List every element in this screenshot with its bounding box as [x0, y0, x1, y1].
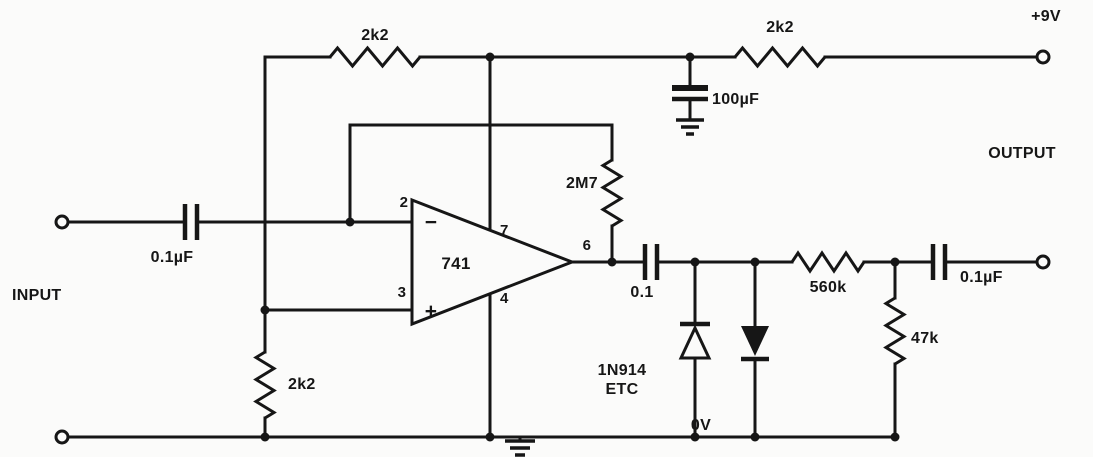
label-supply-voltage: +9V [1031, 8, 1061, 25]
capacitor-input [182, 204, 200, 240]
resistor-series-output [790, 250, 866, 274]
label-resistor-load: 47k [911, 330, 939, 347]
opamp-triangle [410, 197, 577, 327]
resistor-supply [733, 45, 827, 69]
ground-symbol-rail [505, 439, 535, 457]
resistor-bias-lower [253, 350, 277, 420]
supply-terminal [1035, 49, 1051, 65]
label-inverting-sign: − [425, 211, 438, 234]
label-opamp-part: 741 [441, 254, 470, 273]
resistor-load [883, 296, 907, 366]
ground-terminal [54, 429, 70, 445]
label-pin2: 2 [400, 194, 409, 211]
terminals [54, 49, 1051, 445]
label-input: INPUT [12, 287, 62, 304]
label-resistor-bias-lower: 2k2 [288, 376, 316, 393]
ground-symbol-decoupling [676, 118, 704, 136]
label-diode-etc: ETC [606, 381, 639, 398]
input-terminal [54, 214, 70, 230]
feedback-wire [348, 123, 614, 264]
label-resistor-feedback: 2M7 [566, 175, 598, 192]
resistor-feedback [600, 158, 624, 228]
label-resistor-supply: 2k2 [766, 19, 794, 36]
label-resistor-bias-upper: 2k2 [361, 27, 389, 44]
label-noninverting-sign: + [425, 300, 438, 323]
label-pin3: 3 [398, 284, 407, 301]
junction-dots [260, 52, 900, 442]
label-capacitor-output: 0.1µF [960, 269, 1003, 286]
capacitor-decoupling [672, 85, 708, 102]
label-capacitor-input: 0.1µF [151, 249, 194, 266]
label-resistor-series: 560k [810, 279, 847, 296]
capacitor-coupling [642, 244, 660, 280]
label-output: OUTPUT [988, 145, 1056, 162]
label-pin7: 7 [500, 222, 509, 239]
label-capacitor-coupling: 0.1 [630, 284, 653, 301]
label-zero-volts: 0V [691, 417, 711, 434]
wires [66, 55, 1039, 443]
label-pin6: 6 [583, 237, 592, 254]
labels: 2k2 2k2 +9V 100µF OUTPUT 2M7 7 2 6 3 4 7… [12, 8, 1061, 434]
resistor-bias-upper [328, 45, 422, 69]
label-pin4: 4 [500, 290, 509, 307]
capacitor-output [930, 244, 948, 280]
diode-left [678, 321, 712, 360]
output-terminal [1035, 254, 1051, 270]
label-diode-part: 1N914 [598, 362, 647, 379]
label-capacitor-decoupling: 100µF [712, 91, 759, 108]
diode-right [741, 326, 769, 362]
opamp-741 [410, 197, 577, 327]
